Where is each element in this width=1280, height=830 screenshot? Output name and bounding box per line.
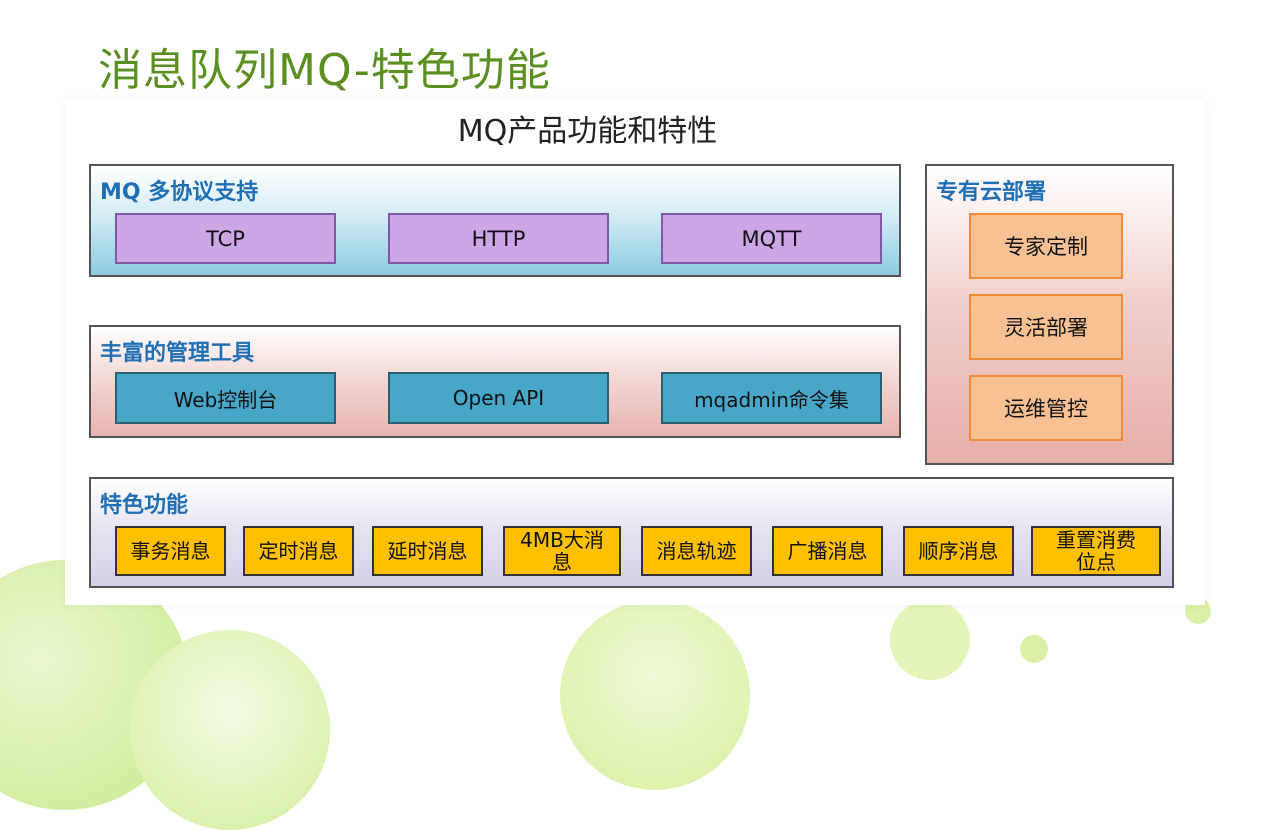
slide-title: 消息队列MQ-特色功能 [98,45,551,96]
feature-scheduled-message: 定时消息 [243,526,354,576]
feature-ordered-message: 顺序消息 [903,526,1014,576]
protocol-tcp: TCP [115,213,336,264]
protocol-http: HTTP [388,213,609,264]
protocol-section-label: MQ 多协议支持 [100,180,259,205]
protocol-mqtt: MQTT [661,213,882,264]
decorative-circle [1020,635,1048,663]
features-section: 特色功能 事务消息 定时消息 延时消息 4MB大消息 消息轨迹 广播消息 顺序消… [89,477,1174,588]
feature-reset-consumer-offset: 重置消费位点 [1031,526,1161,576]
decorative-circle [130,630,330,830]
cloud-section-label: 专有云部署 [936,180,1047,205]
feature-large-message: 4MB大消息 [503,526,621,576]
feature-broadcast-message: 广播消息 [772,526,883,576]
cloud-section: 专有云部署 专家定制 灵活部署 运维管控 [925,164,1174,465]
feature-delayed-message: 延时消息 [372,526,483,576]
tools-section-label: 丰富的管理工具 [100,341,255,366]
cloud-flexible-deployment: 灵活部署 [969,294,1123,360]
cloud-ops-control: 运维管控 [969,375,1123,441]
decorative-circle [890,600,970,680]
cloud-expert-customization: 专家定制 [969,213,1123,279]
diagram-title: MQ产品功能和特性 [457,114,718,149]
tool-mqadmin: mqadmin命令集 [661,372,882,424]
tools-section: 丰富的管理工具 Web控制台 Open API mqadmin命令集 [89,325,901,438]
feature-transaction-message: 事务消息 [115,526,226,576]
tool-web-console: Web控制台 [115,372,336,424]
features-section-label: 特色功能 [100,493,189,518]
decorative-circle [560,600,750,790]
tool-open-api: Open API [388,372,609,424]
protocol-section: MQ 多协议支持 TCP HTTP MQTT [89,164,901,277]
feature-message-trace: 消息轨迹 [641,526,752,576]
